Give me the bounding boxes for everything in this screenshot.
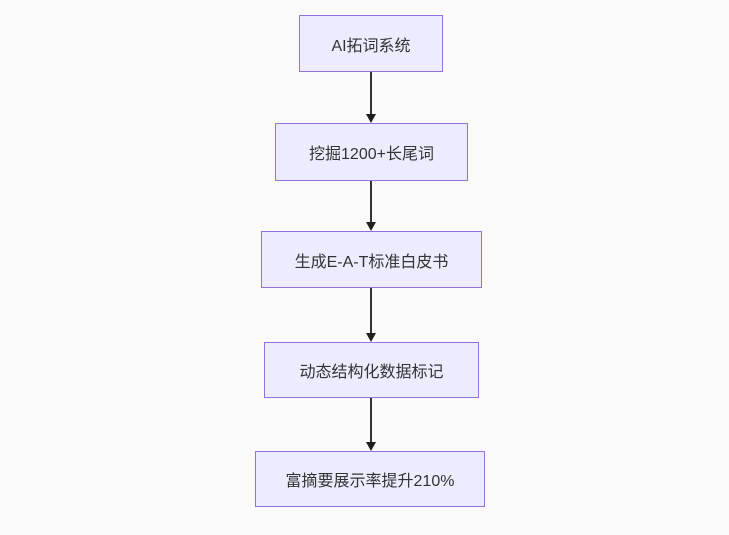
edge-line: [370, 181, 372, 222]
flow-node-eat-whitepaper: 生成E-A-T标准白皮书: [261, 231, 482, 288]
flow-edge-d-to-e: [364, 398, 378, 451]
flow-node-label: 动态结构化数据标记: [299, 364, 444, 381]
flow-edge-a-to-b: [364, 72, 378, 123]
arrowhead-down-icon: [366, 333, 376, 342]
edge-line: [370, 288, 372, 333]
arrowhead-down-icon: [366, 442, 376, 451]
edge-line: [370, 72, 372, 114]
flow-edge-c-to-d: [364, 288, 378, 342]
flow-node-label: 挖掘1200+长尾词: [309, 146, 434, 163]
arrowhead-down-icon: [366, 222, 376, 231]
flow-node-rich-snippet-result: 富摘要展示率提升210%: [255, 451, 485, 507]
flow-node-label: AI拓词系统: [331, 37, 411, 55]
flow-node-label: 富摘要展示率提升210%: [285, 473, 455, 490]
flow-node-label: 生成E-A-T标准白皮书: [294, 253, 449, 271]
arrowhead-down-icon: [366, 114, 376, 123]
flow-node-longtail-mining: 挖掘1200+长尾词: [275, 123, 468, 181]
flow-node-structured-data-markup: 动态结构化数据标记: [264, 342, 479, 398]
flow-edge-b-to-c: [364, 181, 378, 231]
flow-node-ai-word-system: AI拓词系统: [299, 15, 443, 72]
edge-line: [370, 398, 372, 442]
